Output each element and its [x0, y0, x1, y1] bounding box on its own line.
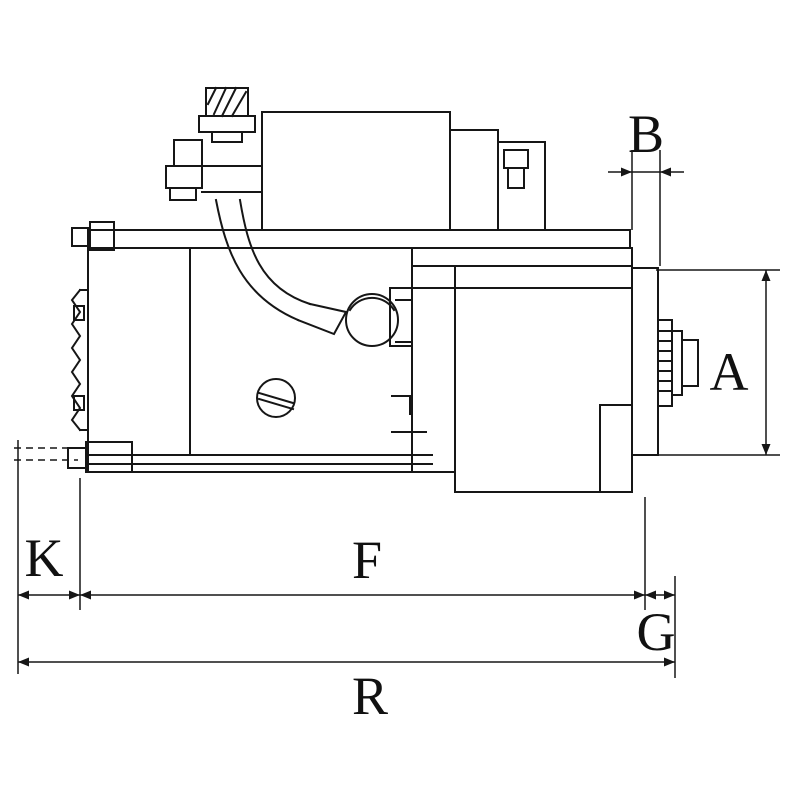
dimension-labels: B A K F G R [25, 104, 749, 726]
dimension-A [656, 269, 780, 456]
arrowhead [634, 590, 645, 600]
cable-bolt [345, 293, 413, 347]
dimension-K [17, 440, 81, 674]
starter-motor-drawing [67, 86, 699, 493]
arrowhead [645, 590, 656, 600]
mounting-flange [631, 267, 659, 456]
arrowhead [80, 590, 91, 600]
arrowhead [69, 590, 80, 600]
dimension-F [80, 497, 646, 610]
brush-end-bracket [67, 221, 133, 473]
dimension-R [18, 657, 675, 667]
dimension-annotations [14, 150, 780, 678]
arrowhead [761, 444, 771, 455]
solenoid [261, 111, 546, 231]
arrowhead [18, 590, 29, 600]
dimension-label-G: G [637, 602, 676, 662]
dimension-label-R: R [352, 666, 388, 726]
arrowhead [664, 657, 675, 667]
hidden-lines [14, 447, 78, 461]
motor-body [87, 229, 633, 473]
dimension-B [608, 150, 684, 266]
arrowhead [621, 167, 632, 177]
dimension-label-B: B [628, 104, 664, 164]
arrowhead [664, 590, 675, 600]
battery-cable [214, 198, 348, 336]
dimension-G [645, 576, 676, 678]
arrowhead [18, 657, 29, 667]
arrowhead [660, 167, 671, 177]
inspection-screw [256, 378, 296, 418]
dimension-label-K: K [25, 528, 64, 588]
terminal-boot [198, 86, 256, 143]
dimension-label-A: A [710, 342, 749, 402]
arrowhead [761, 270, 771, 281]
dimension-label-F: F [352, 530, 382, 590]
terminal-studs [165, 139, 263, 201]
spline-shaft [657, 319, 699, 407]
